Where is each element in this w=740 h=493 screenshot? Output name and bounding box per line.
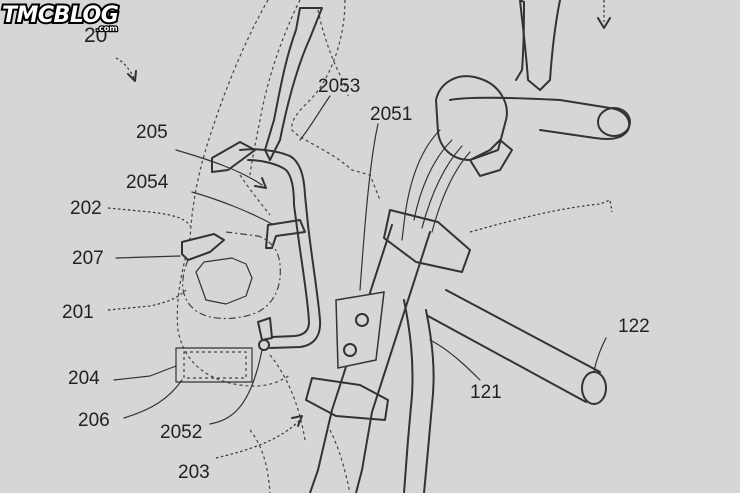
label-2054: 2054 <box>126 172 169 193</box>
label-206: 206 <box>78 410 110 431</box>
leader-121 <box>429 339 481 381</box>
leader-122 <box>593 337 607 373</box>
fairing-outline-right <box>291 0 381 201</box>
lower-dotted-3 <box>249 429 271 493</box>
fairing-outline-upper <box>189 0 269 241</box>
handlebar-top-stem <box>519 0 561 91</box>
crossbar-122-bottom <box>427 315 587 403</box>
lower-dotted-2 <box>329 429 351 493</box>
leader-204 <box>113 365 177 381</box>
leader-2054 <box>191 191 273 225</box>
cable-2 <box>413 139 453 221</box>
handlebar-clamp-body <box>435 75 508 161</box>
fork-leg-121-right <box>423 309 435 493</box>
bolt-1 <box>355 313 369 327</box>
component-2052-pivot <box>258 339 270 351</box>
bracket-arm-outer <box>239 148 322 349</box>
fork-clamp-top <box>383 209 471 273</box>
bracket-2054 <box>265 219 306 249</box>
leader-202 <box>107 207 191 227</box>
fork-clamp-lower <box>305 377 389 421</box>
label-121: 121 <box>470 382 502 403</box>
leader-20-arrow <box>127 70 137 82</box>
fairing-outline-mid <box>249 0 301 176</box>
label-2051: 2051 <box>370 104 412 125</box>
leader-20 <box>115 57 135 79</box>
device-207-body <box>181 233 225 261</box>
bracket-arm-inner <box>247 159 310 338</box>
label-122: 122 <box>618 316 650 337</box>
mount-plate <box>335 291 385 369</box>
handlebar-clamp-lower <box>469 139 513 177</box>
leader-205-arrow <box>254 177 267 189</box>
crossbar-122-end <box>581 371 607 405</box>
reference-dotted-line <box>469 199 613 233</box>
fairing-edge-line <box>317 9 349 97</box>
component-2052-link <box>257 317 273 341</box>
component-206-inner <box>183 351 247 379</box>
top-right-arrow-head <box>597 17 611 29</box>
mirror-mount <box>211 141 256 173</box>
label-207: 207 <box>72 248 104 269</box>
component-204-box <box>175 347 253 383</box>
leader-203 <box>215 419 301 459</box>
handlebar-end <box>597 107 631 137</box>
leader-2051 <box>359 123 379 291</box>
label-2053: 2053 <box>318 76 360 97</box>
handlebar-grip <box>449 96 630 140</box>
bolt-2 <box>343 343 357 357</box>
fairing-lower-dotted <box>176 239 291 387</box>
label-2052: 2052 <box>160 422 202 443</box>
label-201: 201 <box>62 302 94 323</box>
label-203: 203 <box>178 462 210 483</box>
watermark-brand: TMCBLOG <box>2 3 119 28</box>
leader-2052 <box>209 349 263 425</box>
fairing-inner-dotted <box>239 174 271 216</box>
leader-203-arrow <box>291 415 303 427</box>
device-201-inner-shape <box>195 257 253 305</box>
mirror-stalk <box>264 7 323 161</box>
crossbar-122-top <box>445 289 601 373</box>
cable-4 <box>431 151 471 233</box>
fork-leg-121-left <box>403 299 414 493</box>
brake-lever <box>515 0 525 81</box>
leader-205 <box>175 149 263 186</box>
label-202: 202 <box>70 198 102 219</box>
fork-tube-2051-right <box>355 231 431 493</box>
leader-201 <box>107 289 187 311</box>
leader-206 <box>123 379 183 419</box>
label-20: 20 <box>84 24 107 47</box>
leader-2053 <box>299 95 331 141</box>
leader-207 <box>115 255 181 259</box>
tmcblog-watermark-logo: TMCBLOG .com <box>0 1 121 34</box>
label-205: 205 <box>136 122 168 143</box>
device-201-outline <box>182 231 281 320</box>
watermark-domain: .com <box>96 24 118 33</box>
label-204: 204 <box>68 368 100 389</box>
lower-dotted-1 <box>269 354 306 441</box>
